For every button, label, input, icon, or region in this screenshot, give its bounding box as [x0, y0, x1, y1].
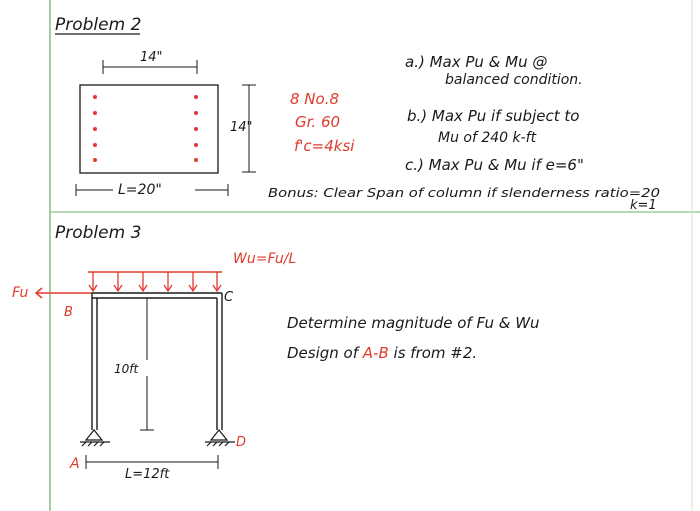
length-label: L=20": [118, 182, 162, 198]
task-line2-members: A-B: [362, 344, 389, 362]
part-c-label: c.) Max Pu & Mu if e=6": [405, 156, 584, 174]
node-c-label: C: [224, 290, 234, 305]
load-arrow-head: [188, 284, 198, 293]
rebar-dot: [194, 143, 198, 147]
frame-height-label: 10ft: [114, 362, 139, 376]
rebar-dot: [93, 111, 97, 115]
rebar-dot: [93, 158, 97, 162]
problem2-title: Problem 2: [55, 15, 141, 35]
bars-label: 8 No.8: [290, 90, 339, 108]
task-line2-suffix: is from #2.: [389, 344, 477, 362]
part-b-line1: b.) Max Pu if subject to: [407, 107, 579, 125]
rebar-dot: [93, 143, 97, 147]
task-line2: Design of A-B is from #2.: [287, 344, 477, 362]
support-d: [205, 429, 235, 447]
rebar-dot: [93, 127, 97, 131]
bonus-line1: Bonus: Clear Span of column if slenderne…: [268, 185, 660, 200]
height-label: 14": [230, 120, 253, 135]
node-d-label: D: [236, 435, 246, 450]
rebar-dots: [93, 95, 198, 162]
load-arrow-head: [113, 284, 123, 293]
portal-frame: [91, 292, 223, 430]
length-label-backing: [113, 180, 195, 198]
grade-label: Gr. 60: [295, 113, 340, 131]
force-arrow-head: [34, 287, 43, 299]
node-b-label: B: [64, 305, 73, 320]
load-arrows: [88, 272, 222, 293]
column-cross-section: [79, 84, 219, 174]
fc-label: f'c=4ksi: [294, 137, 355, 155]
rebar-dot: [194, 127, 198, 131]
part-a-line1: a.) Max Pu & Mu @: [405, 53, 547, 71]
load-arrow-head: [88, 284, 98, 293]
rebar-dot: [194, 95, 198, 99]
part-a-line2: balanced condition.: [445, 72, 583, 88]
load-label: Wu=Fu/L: [233, 251, 296, 267]
load-arrow-head: [163, 284, 173, 293]
rebar-dot: [194, 111, 198, 115]
rebar-dot: [194, 158, 198, 162]
frame-span-label: L=12ft: [125, 467, 170, 482]
task-line2-prefix: Design of: [287, 344, 363, 362]
force-label: Fu: [12, 285, 28, 301]
part-b-line2: Mu of 240 k-ft: [438, 130, 537, 146]
support-a: [80, 429, 110, 447]
rebar-dot: [93, 95, 97, 99]
load-arrow-head: [212, 284, 222, 293]
frame-height-label-backing: [120, 360, 150, 376]
load-arrow-head: [138, 284, 148, 293]
node-a-label: A: [69, 456, 80, 472]
problem3-title: Problem 3: [55, 223, 141, 243]
bonus-line2: k=1: [630, 198, 657, 213]
width-label: 14": [140, 50, 163, 65]
task-line1: Determine magnitude of Fu & Wu: [287, 314, 540, 332]
